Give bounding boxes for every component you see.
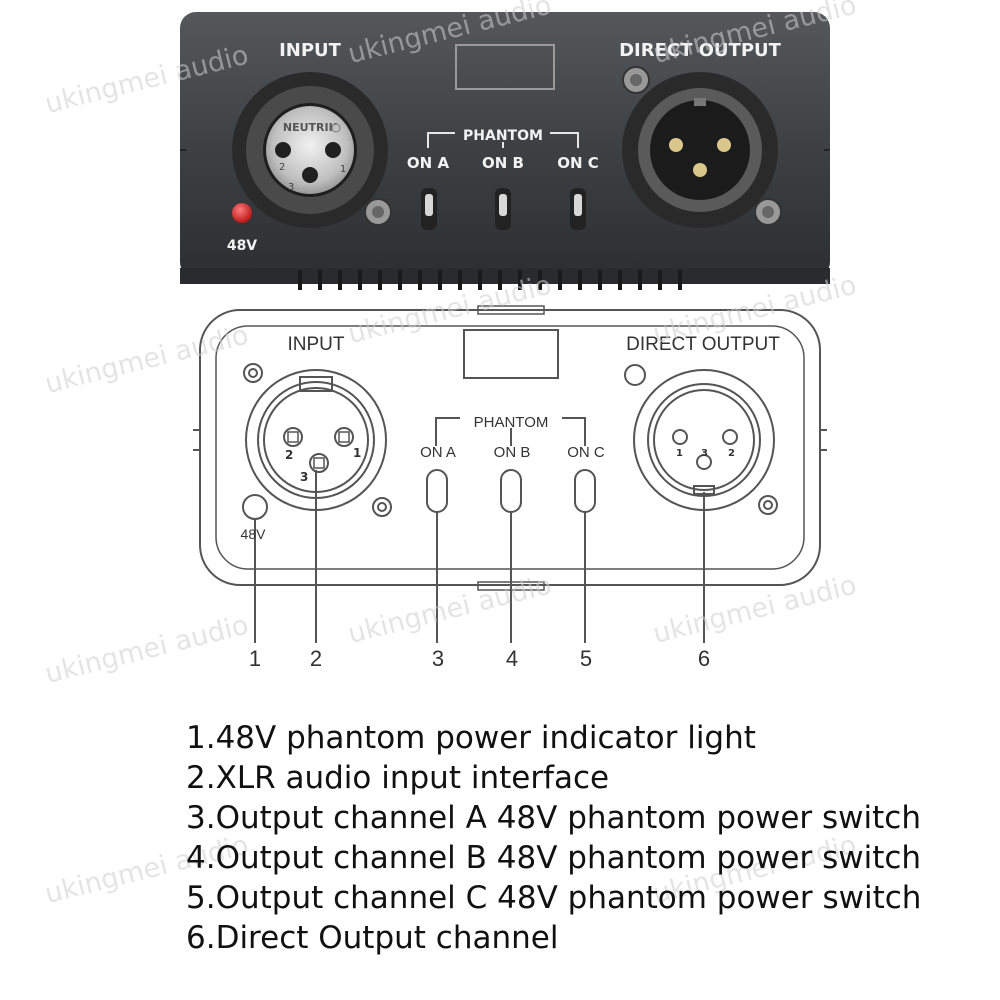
callout-number-4: 4	[506, 646, 518, 671]
photo-input-pin	[325, 142, 341, 158]
drawing-phantom-bracket	[435, 417, 460, 446]
legend-item-4: 4.Output channel B 48V phantom power swi…	[186, 840, 922, 876]
drawing-input-label: INPUT	[288, 334, 345, 355]
drawing-screw	[372, 497, 392, 517]
callout-number-5: 5	[580, 646, 592, 671]
photo-switch-label-b: ON B	[482, 154, 524, 172]
photo-phantom-bracket	[427, 132, 579, 148]
photo-input-pin	[275, 142, 291, 158]
callout-number-1: 1	[249, 646, 261, 671]
drawing-input-pin-number: 2	[285, 448, 293, 462]
drawing-output-pin-number: 1	[676, 448, 683, 459]
legend: 1.48V phantom power indicator light 2.XL…	[186, 718, 986, 958]
photo-switch-label-c: ON C	[557, 154, 599, 172]
drawing-input-pin-number: 1	[353, 446, 361, 460]
photo-toggle-switch-b	[495, 188, 511, 230]
photo-screw	[622, 66, 650, 94]
photo-panel-vents	[298, 270, 682, 290]
photo-label-window	[455, 44, 555, 90]
drawing-switch-label-c: ON C	[567, 444, 605, 461]
drawing-switch-slot-c	[574, 469, 596, 513]
drawing-switch-slot-b	[500, 469, 522, 513]
photo-toggle-switch-c	[570, 188, 586, 230]
photo-48v-led	[232, 203, 252, 223]
photo-output-xlr-connector	[622, 72, 778, 228]
photo-direct-output-label: DIRECT OUTPUT	[619, 40, 782, 61]
photo-led-label: 48V	[227, 238, 257, 254]
photo-connector-brand: NEUTRIK	[283, 121, 338, 134]
drawing-screw	[758, 495, 778, 515]
photo-output-pin	[717, 138, 731, 152]
drawing-screw	[243, 363, 263, 383]
drawing-output-xlr-connector	[633, 369, 775, 511]
drawing-screw	[624, 364, 646, 386]
photo-toggle-switch-a	[421, 188, 437, 230]
drawing-phantom-label: PHANTOM	[474, 414, 549, 431]
photo-phantom-label: PHANTOM	[463, 128, 543, 144]
drawing-label-window	[463, 329, 559, 379]
photo-input-pin-number: 1	[340, 164, 346, 175]
drawing-48v-led	[242, 494, 268, 520]
photo-input-pin	[302, 167, 318, 183]
photo-screw	[754, 198, 782, 226]
photo-panel: INPUT DIRECT OUTPUT NEUTRIK 2 3 1 48V	[180, 12, 830, 290]
drawing-led-label: 48V	[241, 526, 267, 542]
drawing-switch-label-a: ON A	[420, 444, 456, 461]
legend-item-3: 3.Output channel A 48V phantom power swi…	[186, 800, 921, 836]
callout-number-6: 6	[698, 646, 710, 671]
photo-screw	[364, 198, 392, 226]
callout-number-3: 3	[432, 646, 444, 671]
drawing-output-pin-number: 3	[701, 448, 708, 459]
photo-input-label: INPUT	[279, 40, 342, 61]
photo-output-pin	[693, 163, 707, 177]
legend-item-5: 5.Output channel C 48V phantom power swi…	[186, 880, 922, 916]
drawing-panel	[193, 305, 827, 643]
drawing-input-pin-number: 3	[300, 470, 308, 484]
photo-panel-base	[180, 268, 830, 284]
photo-output-pin	[669, 138, 683, 152]
drawing-switch-label-b: ON B	[494, 444, 531, 461]
legend-item-6: 6.Direct Output channel	[186, 920, 559, 956]
photo-input-pin-number: 3	[288, 182, 294, 193]
legend-item-2: 2.XLR audio input interface	[186, 760, 610, 796]
photo-input-xlr-connector: NEUTRIK 2 3 1	[232, 72, 388, 228]
photo-switch-label-a: ON A	[407, 154, 450, 172]
drawing-direct-output-label: DIRECT OUTPUT	[626, 334, 780, 355]
callout-number-2: 2	[310, 646, 322, 671]
photo-input-pin-number: 2	[279, 162, 285, 173]
legend-item-1: 1.48V phantom power indicator light	[186, 720, 756, 756]
drawing-output-pin-number: 2	[728, 448, 735, 459]
drawing-switch-slot-a	[426, 469, 448, 513]
